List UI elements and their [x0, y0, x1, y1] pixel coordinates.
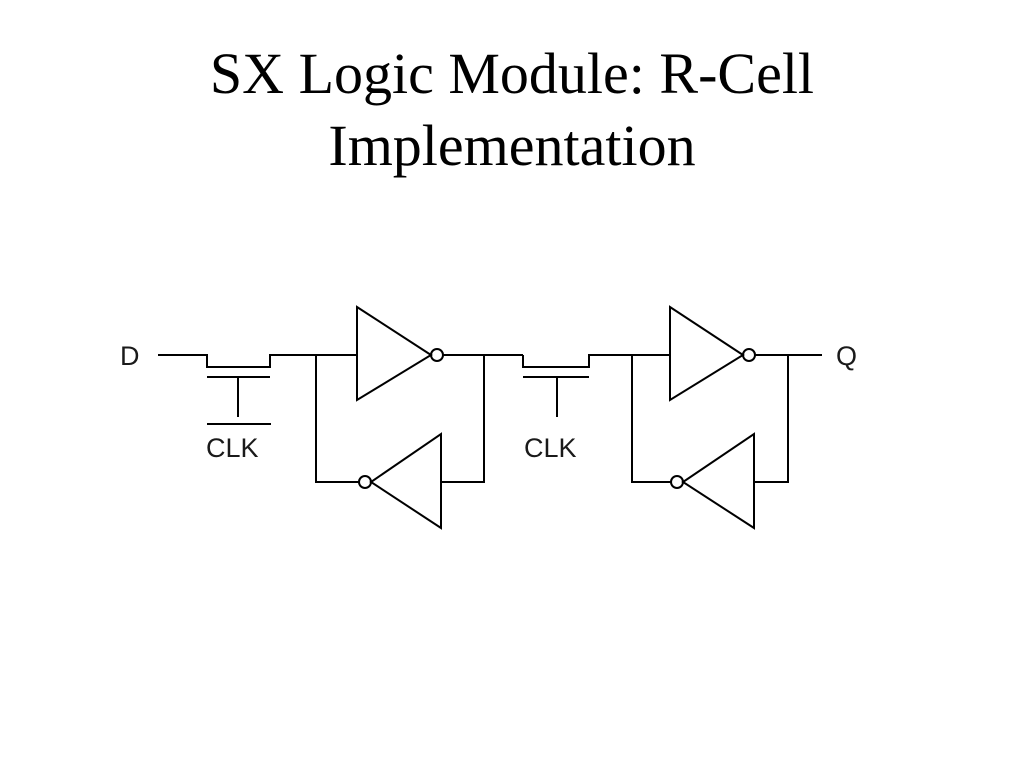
latch-1-forward-inverter	[356, 305, 433, 402]
latch-2-feedback-right	[754, 355, 789, 483]
latch-2-feedback-left	[631, 355, 671, 483]
title-line-2: Implementation	[328, 113, 696, 178]
latch-2-feedback-inverter	[681, 432, 755, 530]
slide-title: SX Logic Module: R-Cell Implementation	[0, 38, 1024, 182]
transistor-2-channel	[522, 354, 632, 368]
clk-bar-label: CLK	[206, 433, 259, 463]
clk-label: CLK	[524, 433, 577, 463]
latch-1-feedback-bubble	[358, 475, 372, 489]
latch-2-feedback-bubble	[670, 475, 684, 489]
title-line-1: SX Logic Module: R-Cell	[209, 41, 815, 106]
latch-1-feedback-inverter	[369, 432, 442, 530]
latch-1-feedback-left	[315, 355, 359, 483]
latch-1-feedback-right	[441, 355, 485, 483]
input-label-d: D	[120, 341, 140, 371]
latch-2-forward-inverter	[669, 305, 745, 402]
input-wire	[158, 354, 316, 368]
output-label-q: Q	[836, 341, 857, 371]
